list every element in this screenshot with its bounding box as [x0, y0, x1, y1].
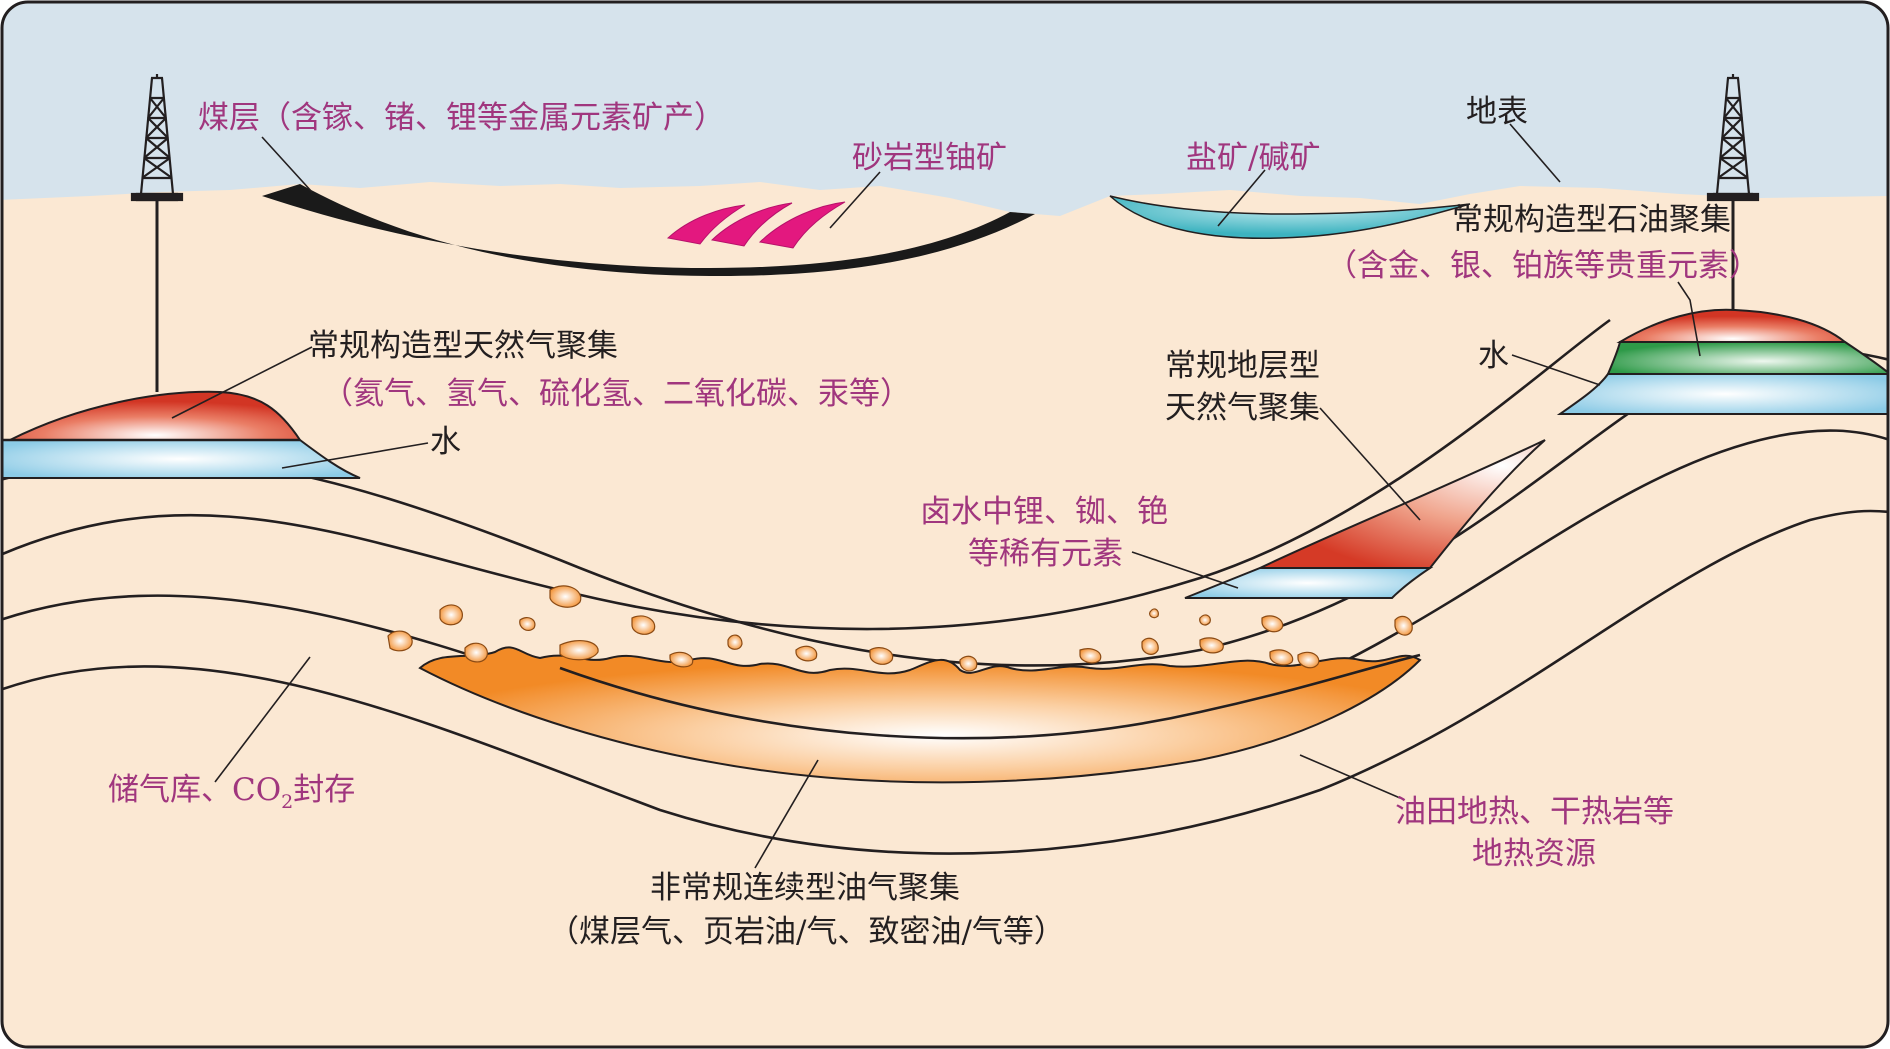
gas-cap-right [1616, 308, 1848, 343]
stratum-line-overlay [559, 653, 1421, 740]
water-strat [1184, 567, 1434, 599]
label-oil-title: 常规构造型石油聚集 [1452, 202, 1731, 238]
label-unconventional-1: 非常规连续型油气聚集 [650, 870, 960, 906]
tight-pockets [387, 585, 1413, 672]
oil-derrick-icon [130, 74, 184, 202]
label-strat-gas-1: 常规地层型 [1165, 348, 1320, 384]
label-oil-sub: （含金、银、铂族等贵重元素） [1326, 248, 1760, 284]
label-coal: 煤层（含镓、锗、锂等金属元素矿产） [198, 100, 725, 136]
water-left [2, 439, 361, 479]
unconventional-reservoir [418, 646, 1422, 784]
label-gas-title: 常规构造型天然气聚集 [308, 328, 618, 364]
water-right [1556, 373, 1888, 415]
label-water-right: 水 [1478, 338, 1509, 374]
label-unconventional-2: （煤层气、页岩油/气、致密油/气等） [548, 914, 1065, 950]
oil-layer-right [1606, 341, 1888, 375]
label-salt: 盐矿/碱矿 [1186, 140, 1320, 176]
label-brine-1: 卤水中锂、铷、铯 [920, 494, 1168, 530]
stratum-line-1 [2, 318, 1611, 631]
label-geothermal-2: 地热资源 [1472, 836, 1596, 872]
stratigraphic-gas [1259, 439, 1546, 569]
label-gas-sub: （氦气、氢气、硫化氢、二氧化碳、汞等） [322, 376, 911, 412]
stratum-line-4 [2, 509, 1888, 855]
label-strat-gas-2: 天然气聚集 [1165, 390, 1320, 426]
ground [2, 182, 1888, 1047]
label-geothermal-1: 油田地热、干热岩等 [1395, 794, 1674, 830]
uranium-ore [666, 201, 846, 249]
gas-cap-left [9, 390, 302, 441]
label-uranium: 砂岩型铀矿 [852, 140, 1007, 176]
label-water-left: 水 [430, 424, 461, 460]
salt-deposit [1109, 195, 1471, 240]
label-brine-2: 等稀有元素 [968, 536, 1123, 572]
leader-lines [171, 123, 1701, 869]
label-surface: 地表 [1466, 94, 1528, 130]
label-storage: 储气库、CO2封存 [108, 772, 355, 813]
